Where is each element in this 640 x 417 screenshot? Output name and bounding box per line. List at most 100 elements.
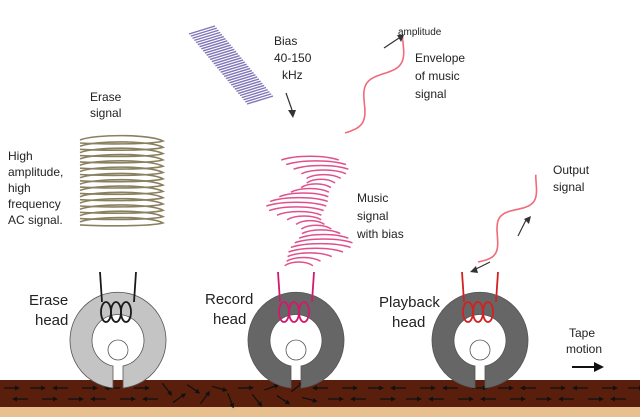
tape-base	[0, 407, 640, 417]
output-signal-label: Output signal	[553, 163, 592, 194]
erase-signal-waveform	[79, 134, 166, 227]
bias-wave-line	[209, 50, 237, 61]
head-coil-loop	[482, 301, 494, 323]
music-wave-line	[286, 215, 322, 221]
high-amplitude-label: High amplitude, high frequency AC signal…	[8, 149, 67, 227]
magnetization-arrow	[4, 385, 20, 391]
music-wave-line	[294, 238, 353, 244]
erase-wave-line	[79, 141, 166, 151]
magnetization-arrow	[172, 393, 187, 403]
head-hole	[469, 339, 491, 361]
bias-wave-line	[211, 52, 239, 63]
erase-wave-line	[79, 134, 166, 145]
magnetization-arrow	[550, 385, 566, 391]
magnetization-arrow	[406, 396, 422, 402]
magnetic-tape	[0, 380, 640, 417]
music-wave-line	[284, 261, 314, 267]
erase-wave-line	[79, 197, 166, 208]
erase-wave-line	[79, 210, 166, 221]
bias-wave-line	[215, 57, 242, 67]
magnetization-arrow	[134, 385, 150, 391]
music-wave-line	[306, 173, 342, 180]
music-signal-label: Music signal with bias	[356, 191, 404, 241]
head-coil-loop	[120, 301, 132, 323]
magnetization-arrow	[251, 393, 263, 407]
magnetization-arrow	[368, 385, 384, 391]
erase-wave-line	[79, 185, 166, 196]
magnetization-arrow	[558, 396, 574, 402]
tape-motion-arrow	[572, 362, 604, 372]
erase-wave-line	[79, 172, 166, 183]
bias-wave-line	[227, 71, 254, 82]
erase-wave-line	[79, 204, 166, 214]
magnetization-arrow	[572, 385, 588, 391]
head-wire	[277, 271, 281, 303]
erase-wave-line	[79, 166, 166, 177]
magnetization-arrow	[498, 385, 514, 391]
bias-wave-line	[206, 46, 233, 56]
music-wave-line	[266, 201, 327, 207]
erase-wave-line	[79, 160, 166, 170]
bias-wave-line	[246, 95, 274, 105]
bias-wave-line	[192, 29, 219, 39]
magnetization-arrow	[68, 396, 84, 402]
bias-wave-line	[225, 69, 253, 80]
magnetization-arrow	[312, 385, 328, 391]
playback-head	[431, 271, 529, 389]
bias-wave-line	[202, 42, 230, 52]
music-wave-line	[287, 252, 333, 258]
magnetization-arrow	[30, 385, 46, 391]
head-wire	[461, 271, 465, 303]
magnetization-arrow	[350, 396, 366, 402]
magnetization-arrow	[161, 382, 173, 396]
head-wire	[495, 271, 499, 303]
head-hole	[285, 339, 307, 361]
amplitude-arrow	[383, 35, 404, 49]
magnetization-arrow	[588, 396, 604, 402]
music-signal-with-bias-waveform	[266, 155, 353, 267]
music-wave-line	[268, 206, 324, 212]
magnetization-arrow	[520, 385, 536, 391]
bias-signal-waveform	[188, 25, 274, 105]
bias-wave-line	[222, 65, 249, 75]
bias-wave-line	[229, 74, 256, 84]
music-wave-line	[290, 242, 351, 249]
head-core	[247, 291, 345, 389]
magnetization-arrow	[186, 384, 201, 394]
bias-label: Bias 40-150 kHz	[274, 34, 315, 82]
music-wave-line	[293, 164, 349, 170]
output-arrow-up	[517, 216, 531, 237]
erase-wave-line	[79, 153, 166, 164]
music-wave-line	[300, 183, 332, 189]
output-signal-waveform	[477, 174, 538, 263]
bias-wave-line	[232, 78, 260, 88]
bias-wave-line	[195, 33, 223, 44]
music-wave-line	[285, 160, 347, 166]
erase-signal-label: Erase signal	[90, 90, 125, 120]
erase-wave-line	[79, 178, 166, 189]
envelope-signal-waveform	[344, 35, 405, 134]
magnetization-arrow	[390, 385, 406, 391]
record-head-label: Record head	[205, 291, 258, 328]
record-head	[247, 271, 345, 389]
amplitude-label: amplitude	[398, 27, 442, 38]
head-wire	[311, 271, 315, 303]
bias-wave-line	[188, 25, 216, 35]
bias-wave-line	[208, 48, 235, 59]
music-wave-line	[279, 192, 329, 198]
magnetization-arrow	[602, 385, 618, 391]
music-wave-line	[298, 233, 349, 239]
head-hole	[107, 339, 129, 361]
head-core	[431, 291, 529, 389]
magnetization-arrow	[380, 396, 396, 402]
bias-wave-line	[234, 80, 261, 90]
magnetization-arrow	[420, 385, 436, 391]
music-wave-line	[281, 155, 339, 161]
erase-head-label: Erase head	[29, 292, 72, 329]
music-wave-line	[301, 169, 347, 175]
head-wire	[99, 271, 103, 303]
magnetization-arrow	[199, 391, 211, 405]
bias-wave-line	[218, 61, 246, 71]
music-wave-line	[290, 187, 330, 193]
